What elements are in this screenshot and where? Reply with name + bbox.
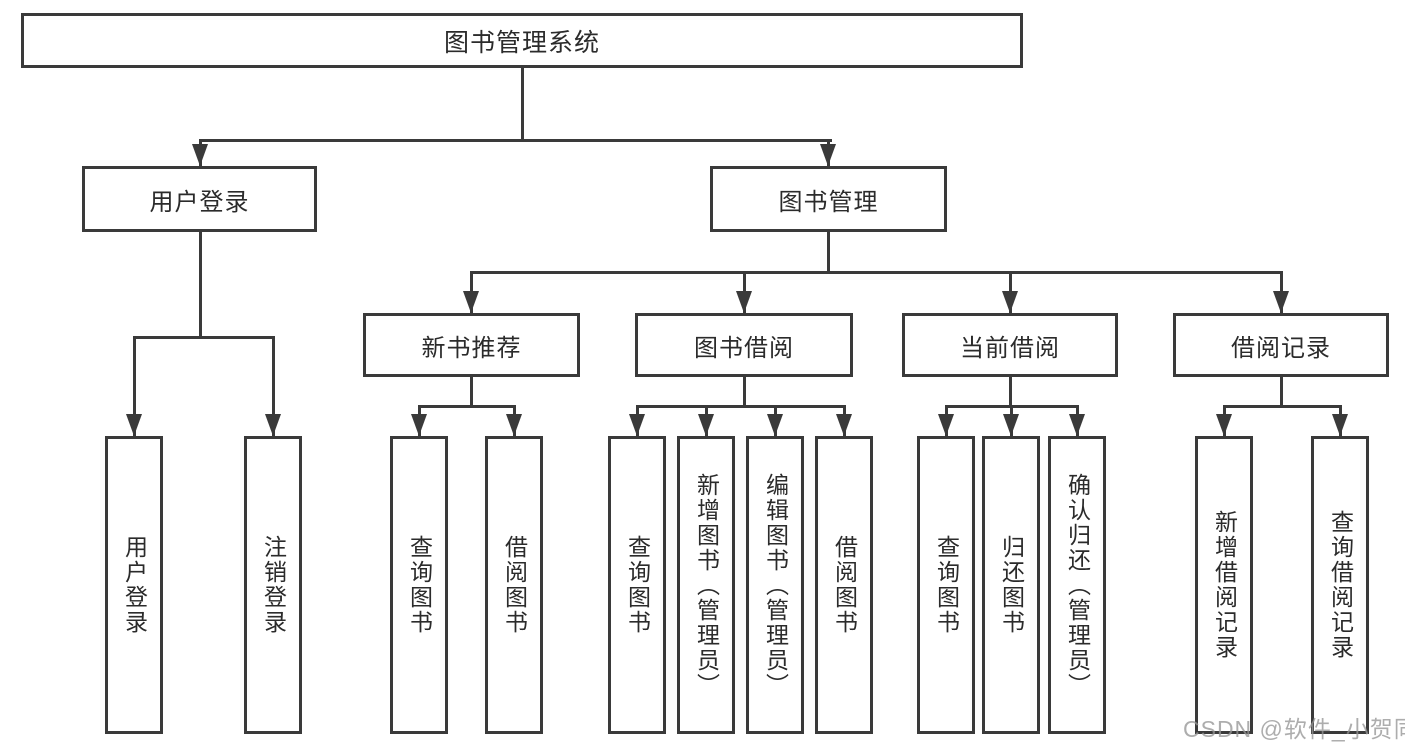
connector-line — [1222, 405, 1342, 408]
connector-line — [271, 336, 275, 436]
leaf-current-return-books: 归还图书 — [982, 436, 1040, 734]
connector-line — [417, 405, 516, 408]
arrow-head — [1273, 291, 1289, 313]
connector-line — [520, 68, 524, 142]
arrow-head — [938, 414, 954, 436]
leaf-borrow-add-books-admin: 新增图书（管理员） — [677, 436, 735, 734]
connector-line — [1008, 377, 1012, 408]
connector-line — [132, 336, 275, 339]
arrow-head — [736, 291, 752, 313]
leaf-borrow-query-books: 查询图书 — [608, 436, 666, 734]
connector-line — [635, 405, 846, 408]
arrow-head — [767, 414, 783, 436]
arrow-head — [1002, 291, 1018, 313]
arrow-head — [265, 414, 281, 436]
arrow-head — [1003, 414, 1019, 436]
arrow-head — [411, 414, 427, 436]
arrow-head — [1069, 414, 1085, 436]
arrow-head — [1216, 414, 1232, 436]
leaf-user-login: 用户登录 — [105, 436, 163, 734]
csdn-watermark: CSDN @软件_小贺同学 — [1183, 716, 1405, 742]
arrow-head — [126, 414, 142, 436]
leaf-logout: 注销登录 — [244, 436, 302, 734]
node-new-book-recommendation: 新书推荐 — [363, 313, 580, 377]
leaf-borrow-edit-books-admin: 编辑图书（管理员） — [746, 436, 804, 734]
node-library-management-system: 图书管理系统 — [21, 13, 1023, 68]
node-book-borrowing: 图书借阅 — [635, 313, 853, 377]
connector-line — [469, 377, 473, 408]
arrow-head — [820, 144, 836, 166]
arrow-head — [629, 414, 645, 436]
arrow-head — [463, 291, 479, 313]
connector-line — [826, 232, 830, 274]
leaf-current-confirm-return-admin: 确认归还（管理员） — [1048, 436, 1106, 734]
leaf-newbook-borrow-books: 借阅图书 — [485, 436, 543, 734]
node-user-login-section: 用户登录 — [82, 166, 317, 232]
arrow-head — [836, 414, 852, 436]
connector-line — [742, 377, 746, 408]
arrow-head — [1332, 414, 1348, 436]
arrow-head — [506, 414, 522, 436]
arrow-head — [192, 144, 208, 166]
leaf-newbook-query-books: 查询图书 — [390, 436, 448, 734]
connector-line — [198, 232, 202, 339]
node-current-borrowing: 当前借阅 — [902, 313, 1118, 377]
leaf-records-add-borrow-record: 新增借阅记录 — [1195, 436, 1253, 734]
connector-line — [469, 271, 1283, 274]
connector-line — [132, 336, 136, 436]
leaf-current-query-books: 查询图书 — [917, 436, 975, 734]
connector-line — [198, 139, 832, 142]
leaf-borrow-borrow-books: 借阅图书 — [815, 436, 873, 734]
arrow-head — [698, 414, 714, 436]
connector-line — [1279, 377, 1283, 408]
node-borrowing-records: 借阅记录 — [1173, 313, 1389, 377]
node-book-management-section: 图书管理 — [710, 166, 947, 232]
leaf-records-query-borrow-record: 查询借阅记录 — [1311, 436, 1369, 734]
